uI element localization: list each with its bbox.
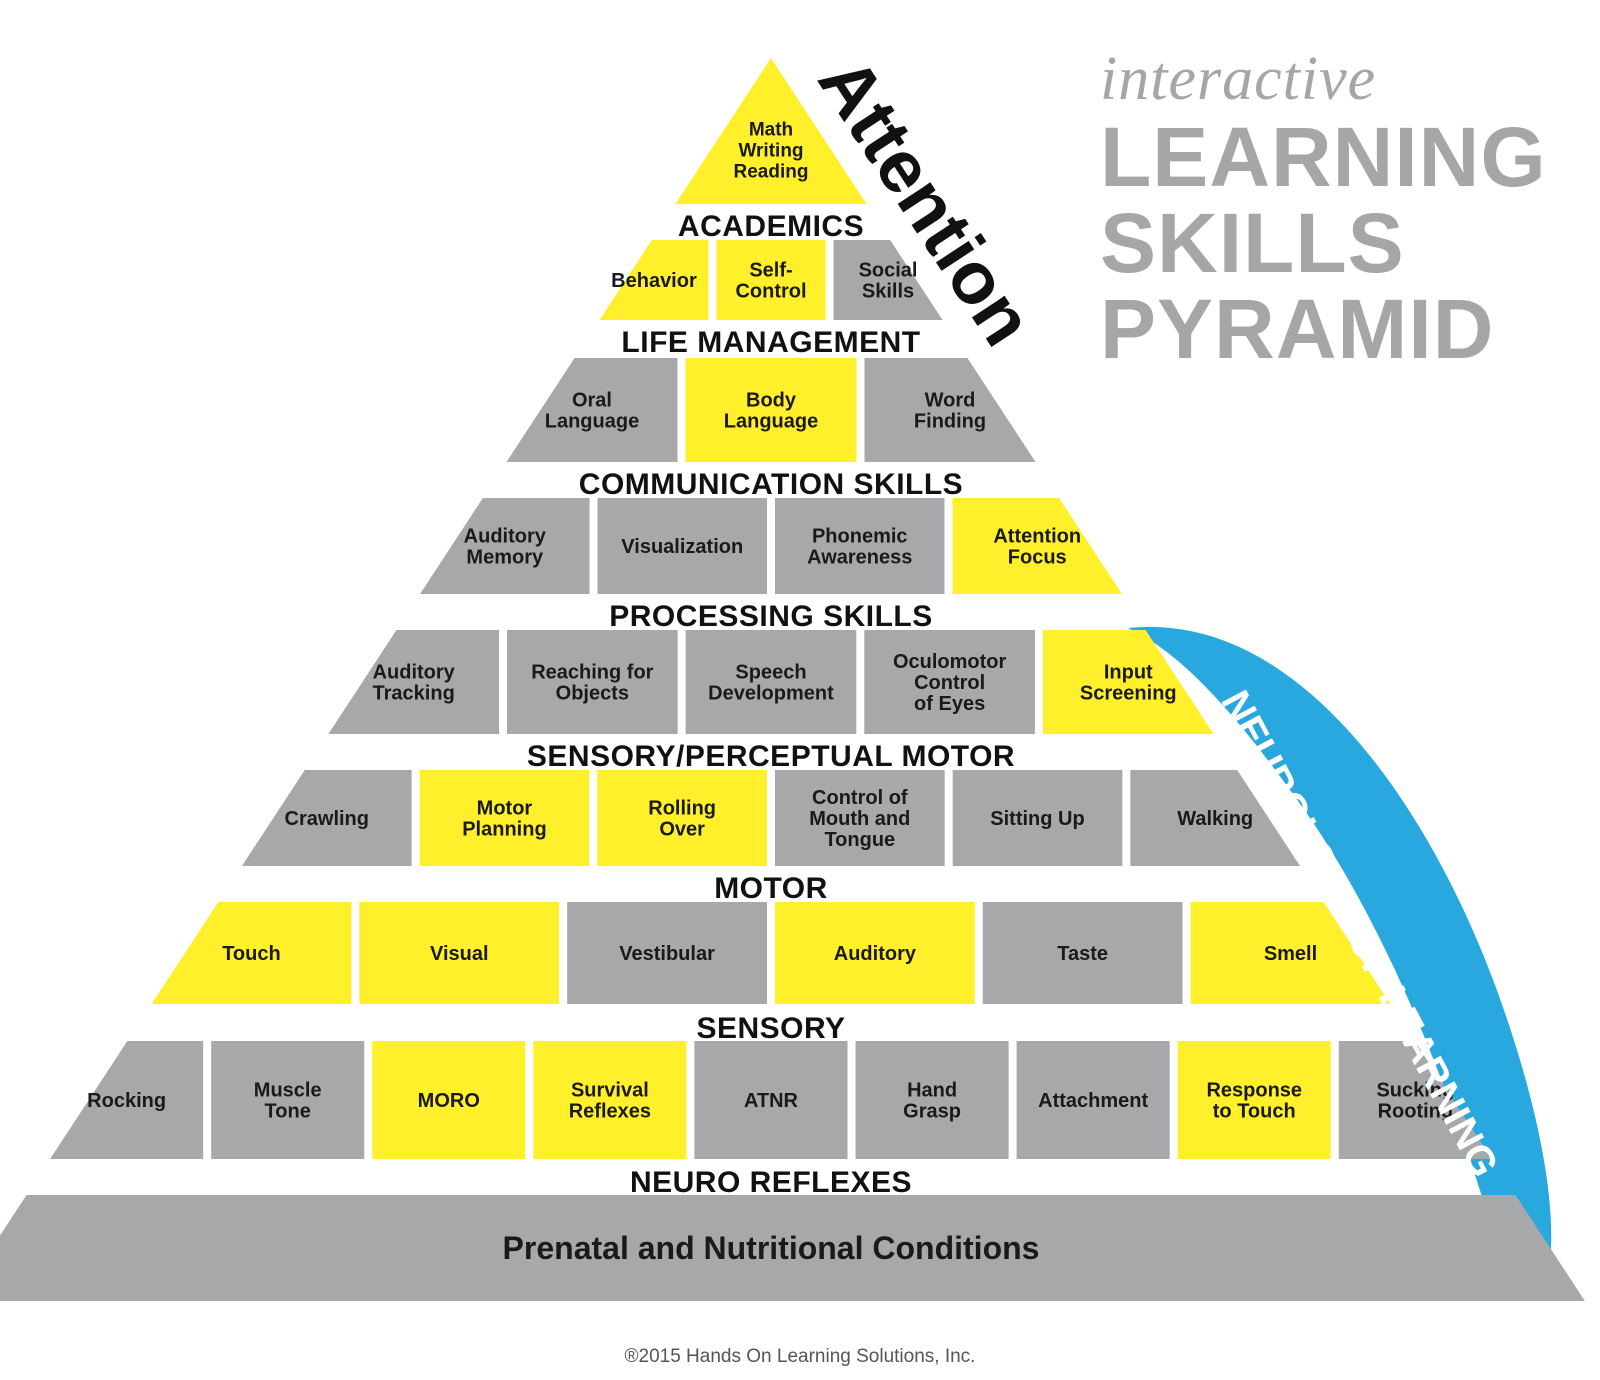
pyramid-cell: [833, 240, 943, 320]
level-label: COMMUNICATION SKILLS: [579, 468, 963, 501]
pyramid-cell: [372, 1041, 526, 1159]
pyramid-cell: [685, 358, 857, 462]
cell-label: Taste: [1057, 943, 1108, 965]
title-line-pyramid: PYRAMID: [1100, 282, 1495, 376]
title-line-skills: SKILLS: [1100, 196, 1405, 290]
pyramid-cell: [774, 902, 975, 1004]
pyramid-cell: [507, 630, 678, 734]
pyramid-cell: [1177, 1041, 1331, 1159]
pyramid-cell: [675, 58, 867, 204]
cell-label: Vestibular: [619, 943, 715, 965]
pyramid-cell: [359, 902, 560, 1004]
cell-label: Attachment: [1038, 1090, 1148, 1112]
cell-label: Auditory: [834, 943, 917, 965]
pyramid-cell: [1016, 1041, 1170, 1159]
pyramid-cell: [151, 902, 352, 1004]
pyramid-cell: [420, 498, 590, 594]
level-label: MOTOR: [714, 872, 828, 905]
pyramid-cell: [952, 770, 1123, 866]
pyramid-cell: [567, 902, 767, 1004]
pyramid-cell: [0, 1195, 1585, 1301]
pyramid-cell: [597, 498, 767, 594]
pyramid-cell: [694, 1041, 848, 1159]
copyright-notice: ®2015 Hands On Learning Solutions, Inc.: [624, 1346, 976, 1367]
pyramid-cell: [328, 630, 500, 734]
cell-label: Prenatal and Nutritional Conditions: [503, 1230, 1040, 1266]
pyramid-cell: [241, 770, 412, 866]
cell-label: Visual: [430, 943, 489, 965]
title-interactive: interactive: [1100, 45, 1377, 113]
level-label: LIFE MANAGEMENT: [621, 326, 920, 359]
level-label: SENSORY: [696, 1012, 845, 1045]
level-label: SENSORY/PERCEPTUAL MOTOR: [527, 740, 1015, 773]
level-label: PROCESSING SKILLS: [609, 600, 933, 633]
pyramid-cell: [599, 240, 709, 320]
pyramid-cell: [716, 240, 826, 320]
pyramid-cell: [533, 1041, 687, 1159]
cell-label: MORO: [418, 1090, 480, 1112]
cell-label: Crawling: [285, 808, 369, 830]
pyramid-cell: [1190, 902, 1391, 1004]
pyramid-cell: [775, 498, 945, 594]
cell-label: Self-Control: [735, 260, 806, 303]
pyramid-cell: [982, 902, 1183, 1004]
level-label: ACADEMICS: [678, 210, 864, 243]
pyramid-cell: [1338, 1041, 1492, 1159]
pyramid-cell: [597, 770, 767, 866]
pyramid-cell: [1130, 770, 1301, 866]
pyramid-cell: [952, 498, 1122, 594]
pyramid-cell: [506, 358, 678, 462]
pyramid-cell: [685, 630, 857, 734]
cell-label: Smell: [1264, 943, 1317, 965]
pyramid-cell: [419, 770, 590, 866]
pyramid-cell: [211, 1041, 365, 1159]
pyramid-cell: [1042, 630, 1214, 734]
pyramid-cell: [864, 358, 1036, 462]
pyramid-cell: [50, 1041, 204, 1159]
title-block: interactive LEARNING SKILLS PYRAMID: [1100, 44, 1547, 372]
pyramid-cell: [774, 770, 945, 866]
cell-label: Touch: [222, 943, 281, 965]
cell-label: ATNR: [744, 1090, 799, 1112]
cell-label: Behavior: [611, 270, 697, 292]
pyramid-cell: [855, 1041, 1009, 1159]
pyramid-cell: [864, 630, 1035, 734]
title-line-learning: LEARNING: [1100, 110, 1547, 204]
level-label: NEURO REFLEXES: [630, 1166, 912, 1199]
level-labels-layer: ACADEMICS LIFE MANAGEMENT COMMUNICATION SK…: [527, 210, 1015, 1199]
cell-label: Sitting Up: [990, 808, 1084, 830]
cell-label: Visualization: [621, 536, 743, 558]
cell-label: Rocking: [87, 1090, 166, 1112]
cell-label: Walking: [1177, 808, 1253, 830]
